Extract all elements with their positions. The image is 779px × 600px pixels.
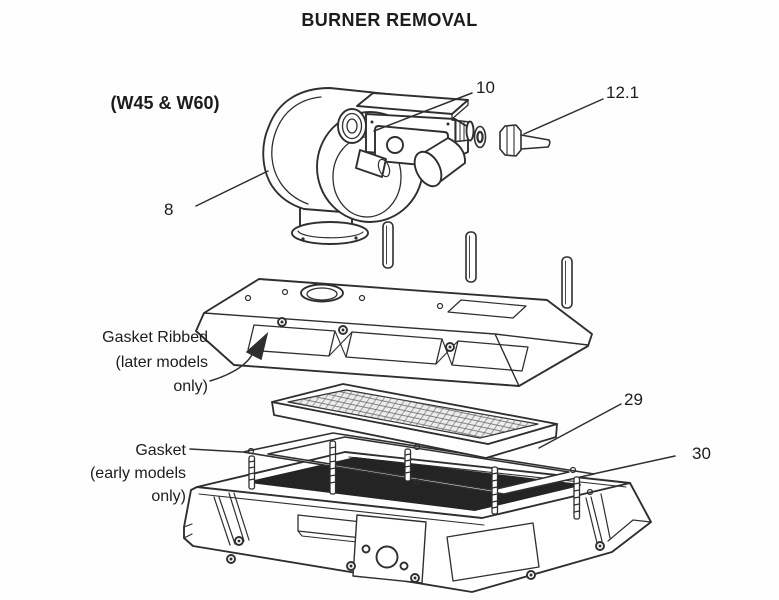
leader-part-30 <box>592 455 676 475</box>
gasket-ribbed-line2: (later models <box>115 353 208 371</box>
part-number-8: 8 <box>164 200 174 219</box>
gasket-early-annotation: Gasket (early models only) <box>52 439 186 508</box>
gasket-ribbed-line1: Gasket Ribbed <box>102 329 208 346</box>
lower-studs-drawing <box>248 440 581 520</box>
part-number-29: 29 <box>624 390 643 409</box>
leader-gasket-early <box>189 448 243 453</box>
part-number-30: 30 <box>692 444 711 463</box>
leader-part-8 <box>195 170 269 207</box>
leader-part-10 <box>373 92 473 132</box>
burner-tray-drawing <box>271 383 558 459</box>
upper-studs-drawing <box>382 221 573 309</box>
leader-part-29 <box>538 403 622 449</box>
leader-lines <box>189 92 676 475</box>
burner-top-casting-drawing <box>195 278 593 387</box>
gasket-ribbed-arrowhead <box>245 331 269 361</box>
model-note-label: (W45 & W60) <box>110 93 220 113</box>
gas-union-drawing <box>473 124 551 157</box>
gasket-early-line1: Gasket <box>135 442 186 459</box>
gasket-early-line2: (early models <box>89 465 186 482</box>
gasket-ribbed-line3: only) <box>173 378 208 395</box>
part-number-12-1: 12.1 <box>606 83 640 102</box>
blower-assembly-drawing <box>262 87 475 245</box>
page-title: BURNER REMOVAL <box>301 10 478 30</box>
gasket-early-line3: only) <box>151 488 186 505</box>
part-number-10: 10 <box>476 78 495 97</box>
leader-part-12-1 <box>523 98 604 135</box>
gasket-ribbed-annotation: Gasket Ribbed (later models only) <box>58 326 208 400</box>
